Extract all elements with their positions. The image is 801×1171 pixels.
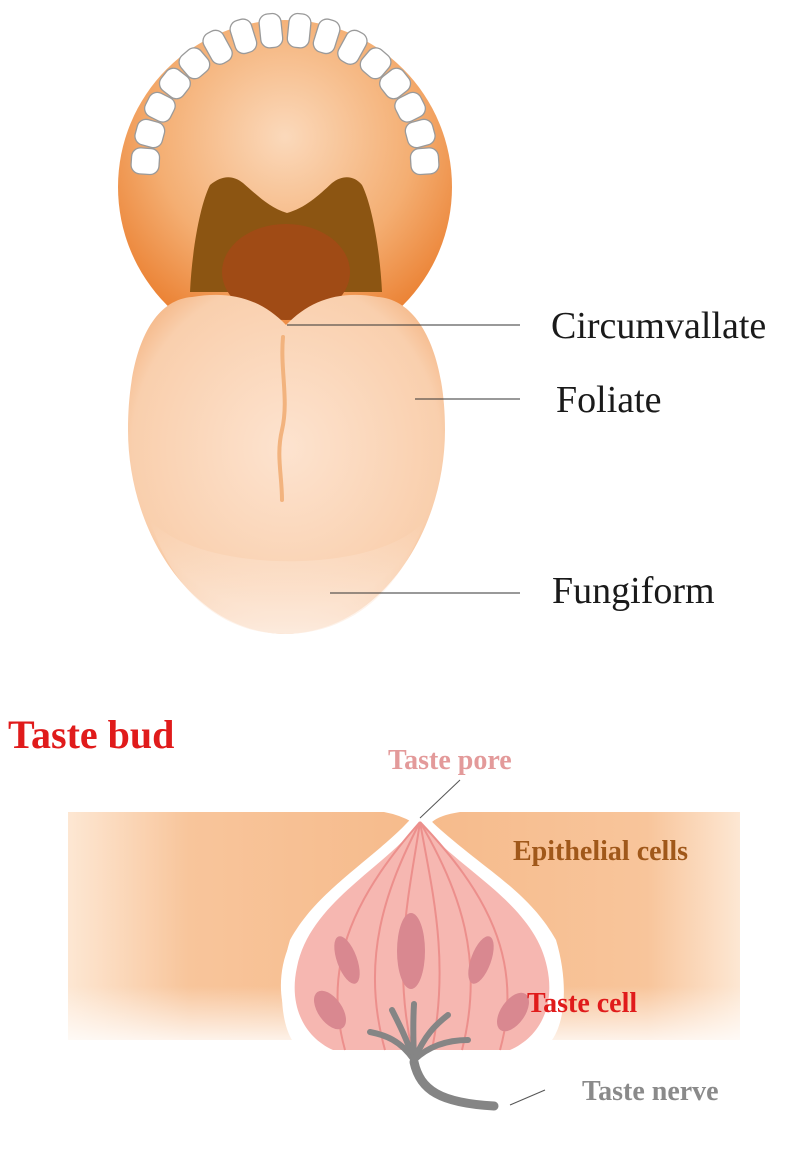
label-fungiform: Fungiform bbox=[552, 570, 715, 612]
taste-bud-illustration: Taste bud Taste pore Epithelial cells Ta… bbox=[8, 712, 750, 1107]
mouth-illustration: Circumvallate Foliate Fungiform bbox=[118, 13, 766, 634]
label-circumvallate: Circumvallate bbox=[551, 305, 766, 347]
nucleus bbox=[397, 913, 425, 989]
label-taste-nerve: Taste nerve bbox=[582, 1076, 719, 1107]
label-taste-pore: Taste pore bbox=[388, 745, 512, 776]
label-epithelial-cells: Epithelial cells bbox=[513, 836, 688, 867]
taste-bud-title: Taste bud bbox=[8, 712, 174, 757]
label-foliate: Foliate bbox=[556, 379, 662, 421]
tooth bbox=[258, 13, 283, 49]
tooth bbox=[286, 13, 311, 49]
tooth bbox=[131, 147, 161, 175]
tooth bbox=[410, 147, 440, 175]
label-taste-cell: Taste cell bbox=[527, 988, 637, 1019]
leader-taste-nerve bbox=[510, 1090, 545, 1105]
